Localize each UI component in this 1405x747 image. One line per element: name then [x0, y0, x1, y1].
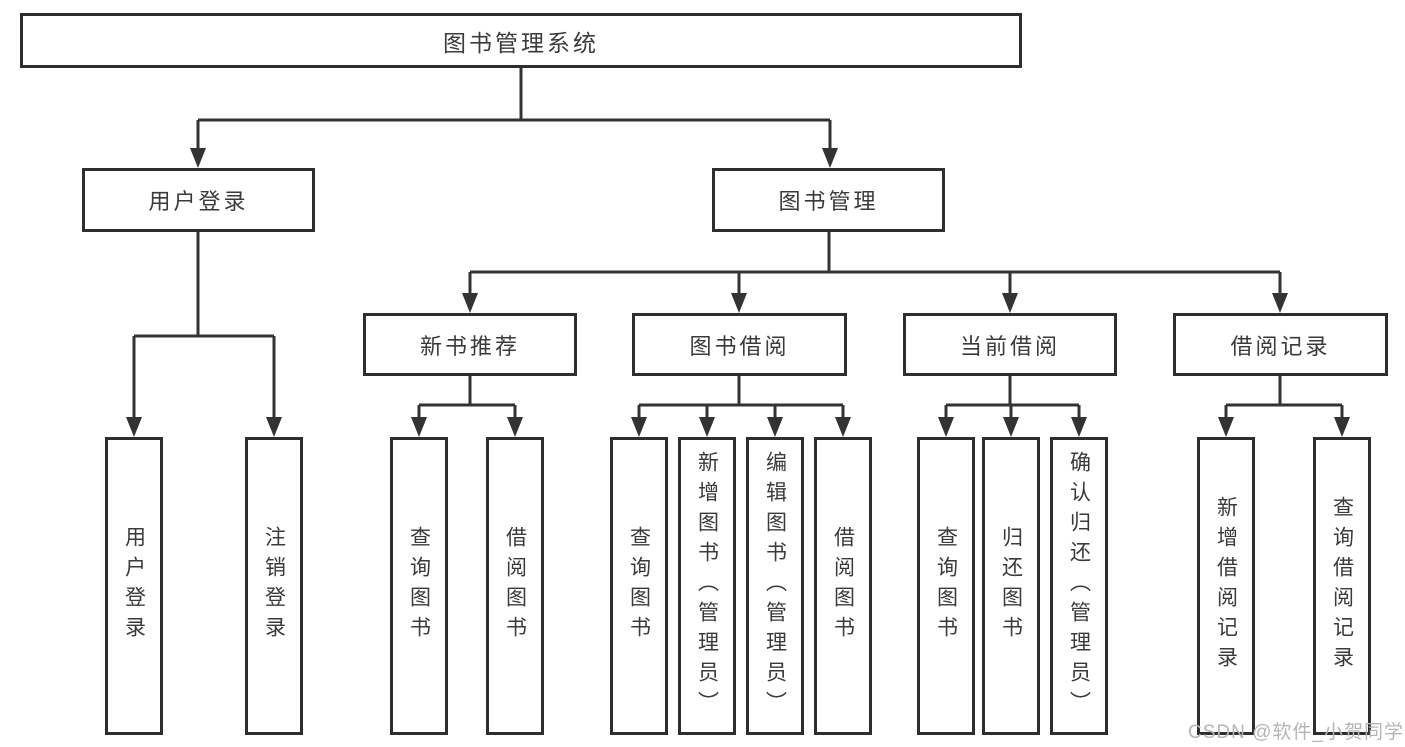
arrowhead-icon [1334, 417, 1350, 437]
arrowhead-icon [1272, 293, 1288, 313]
leaf-borrow-book: 借阅图书 [814, 437, 872, 735]
leaf-recommend-query-book: 查询图书 [390, 437, 448, 735]
arrowhead-icon [1071, 417, 1087, 437]
node-root-system: 图书管理系统 [20, 13, 1022, 68]
arrowhead-icon [126, 417, 142, 437]
leaf-logout: 注销登录 [245, 437, 303, 735]
arrowhead-icon [1218, 417, 1234, 437]
node-borrow-record: 借阅记录 [1173, 313, 1388, 376]
node-book-management: 图书管理 [712, 168, 945, 232]
connector-new-book-recommend-children [411, 376, 523, 437]
connector-book-borrow-children [631, 376, 851, 437]
arrowhead-icon [462, 293, 478, 313]
arrowhead-icon [731, 293, 747, 313]
leaf-user-login: 用户登录 [105, 437, 163, 735]
leaf-query-borrow-record: 查询借阅记录 [1313, 437, 1371, 735]
arrowhead-icon [631, 417, 647, 437]
connector-borrow-record-children [1218, 376, 1350, 437]
arrowhead-icon [767, 417, 783, 437]
leaf-return-book: 归还图书 [982, 437, 1040, 735]
arrowhead-icon [190, 148, 206, 168]
leaf-edit-book-admin: 编辑图书（管理员） [746, 437, 804, 735]
connector-book-management-children [462, 232, 1288, 313]
arrowhead-icon [938, 417, 954, 437]
node-current-borrow: 当前借阅 [903, 313, 1117, 376]
arrowhead-icon [835, 417, 851, 437]
leaf-recommend-borrow-book: 借阅图书 [486, 437, 544, 735]
arrowhead-icon [411, 417, 427, 437]
arrowhead-icon [1003, 417, 1019, 437]
arrowhead-icon [507, 417, 523, 437]
node-user-login: 用户登录 [82, 168, 315, 232]
connector-current-borrow-children [938, 376, 1087, 437]
leaf-confirm-return-admin: 确认归还（管理员） [1050, 437, 1108, 735]
leaf-current-query-book: 查询图书 [917, 437, 975, 735]
arrowhead-icon [699, 417, 715, 437]
node-new-book-recommend: 新书推荐 [363, 313, 577, 376]
leaf-borrow-query-book: 查询图书 [610, 437, 668, 735]
leaf-add-book-admin: 新增图书（管理员） [678, 437, 736, 735]
leaf-add-borrow-record: 新增借阅记录 [1197, 437, 1255, 735]
connector-root-to-level2 [190, 68, 838, 168]
csdn-watermark: CSDN @软件_小贺同学 [1188, 722, 1404, 743]
arrowhead-icon [822, 148, 838, 168]
node-book-borrow: 图书借阅 [632, 313, 847, 376]
arrowhead-icon [266, 417, 282, 437]
connector-user-login-children [126, 232, 282, 437]
arrowhead-icon [1002, 293, 1018, 313]
